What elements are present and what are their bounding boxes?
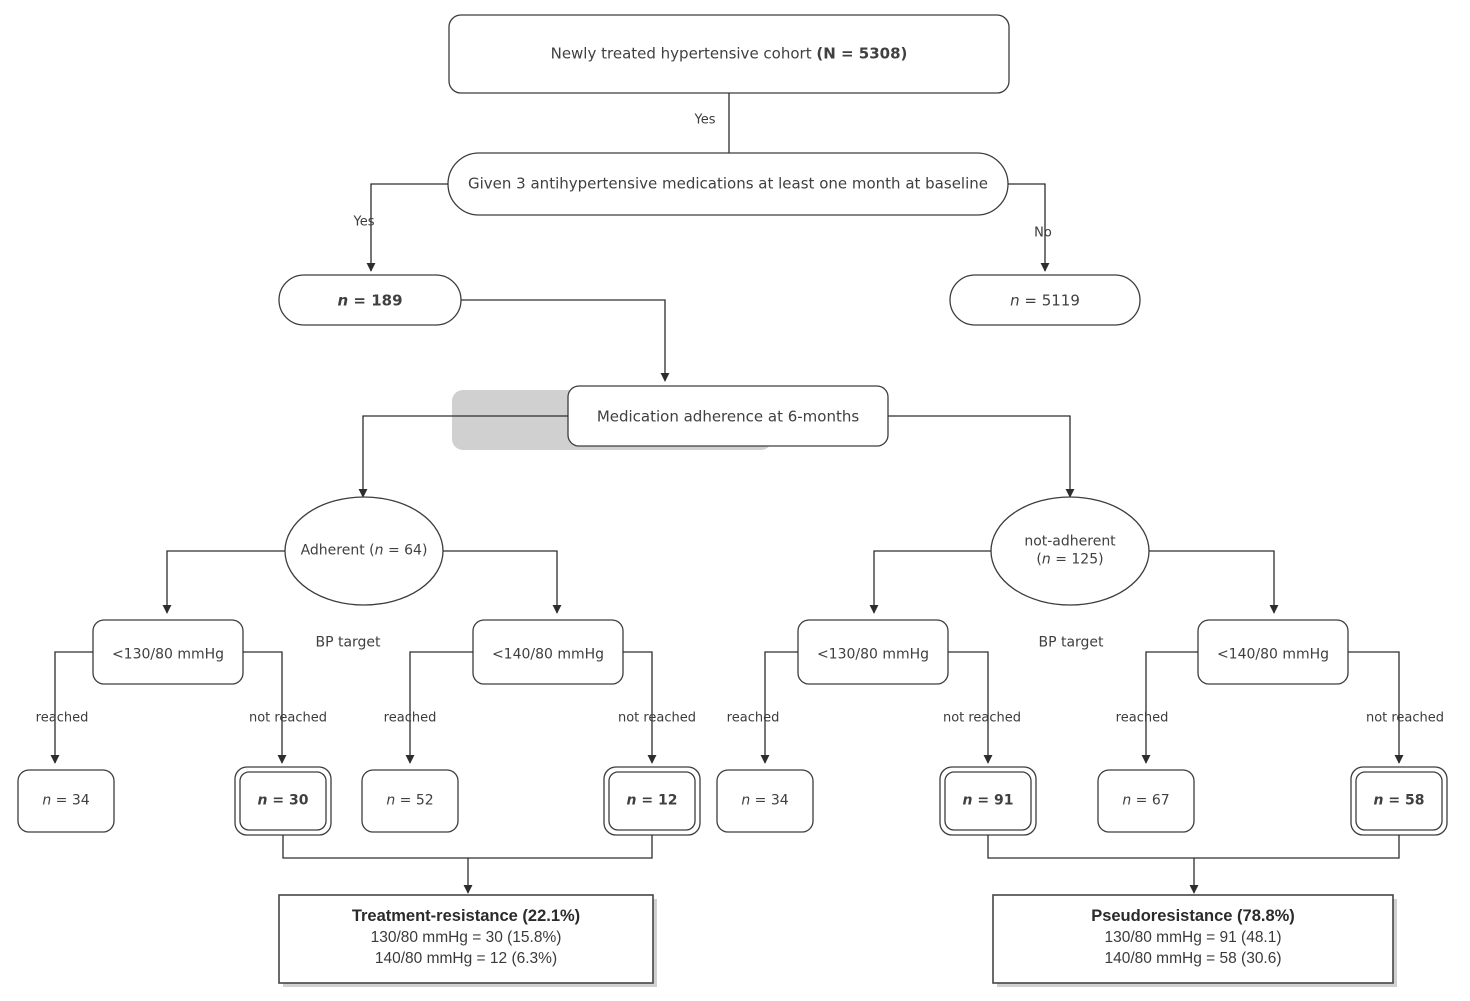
node-leaf-34b-shape xyxy=(716,769,814,833)
node-right-130-shape xyxy=(797,619,949,685)
node-leaf-52-shape xyxy=(361,769,459,833)
node-treatment-resistance-shape xyxy=(278,894,654,984)
node-leaf-58-inner xyxy=(1355,771,1443,831)
node-n5119-shape xyxy=(949,274,1141,326)
node-leaf-67-shape xyxy=(1097,769,1195,833)
node-adherence-shape xyxy=(567,385,889,447)
node-leaf-30-inner xyxy=(239,771,327,831)
node-adherent-shape xyxy=(284,496,444,606)
node-not-adherent-shape xyxy=(990,496,1150,606)
node-right-140-shape xyxy=(1197,619,1349,685)
node-n189-shape xyxy=(278,274,462,326)
node-left-130-shape xyxy=(92,619,244,685)
node-pseudoresistance-shape xyxy=(992,894,1394,984)
node-leaf-12-inner xyxy=(608,771,696,831)
node-leaf-91-inner xyxy=(944,771,1032,831)
node-left-140-shape xyxy=(472,619,624,685)
node-leaf-34a-shape xyxy=(17,769,115,833)
node-cohort-shape xyxy=(448,14,1010,94)
node-criteria-shape xyxy=(447,152,1009,216)
